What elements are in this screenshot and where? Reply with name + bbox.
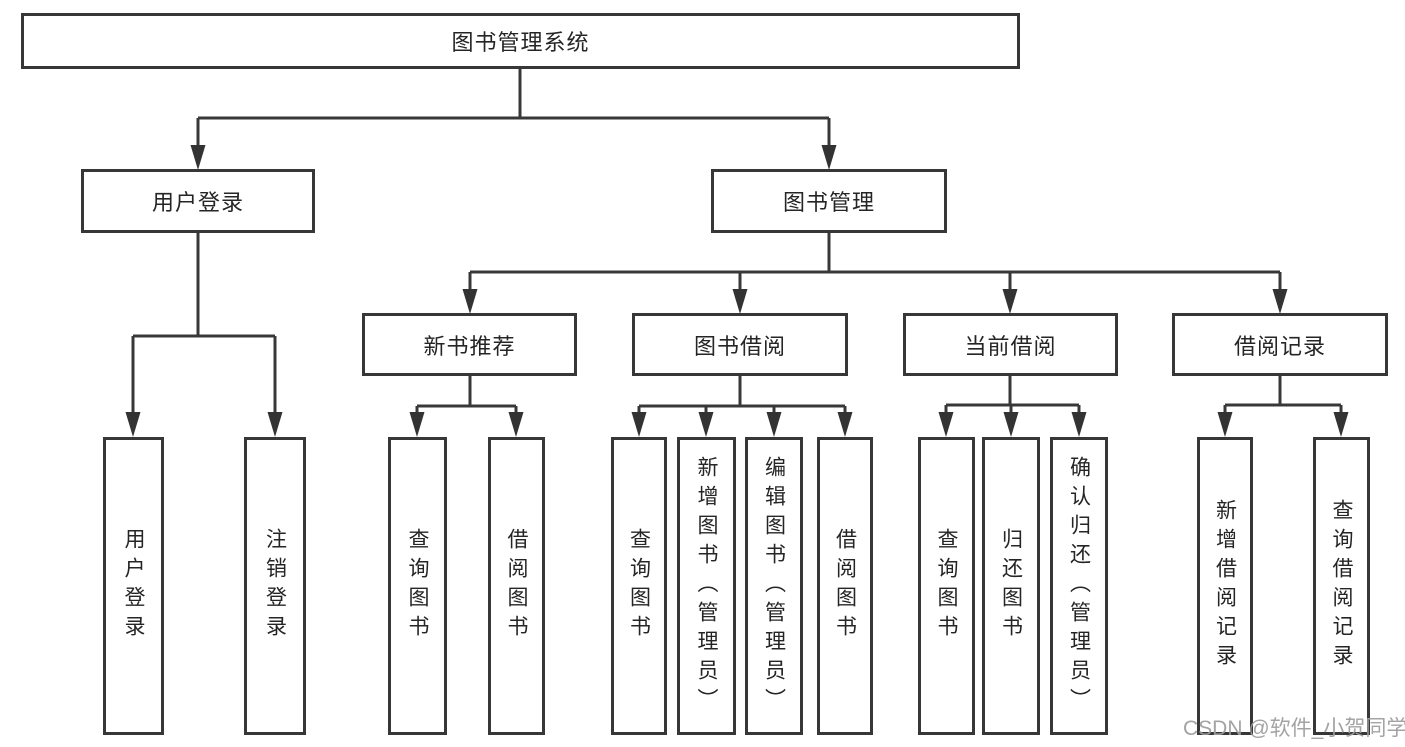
node-book-borrowing-label: 图书借阅 — [693, 333, 786, 359]
leaf-add-borrow-record-label: 新增借阅记录 — [1213, 499, 1237, 673]
connector-user-login-to-leaves — [125, 233, 283, 437]
leaf-query-borrow-record: 查询借阅记录 — [1313, 437, 1370, 735]
connector-new-book-to-leaves — [409, 376, 524, 437]
leaf-query-book-borrow-label: 查询图书 — [627, 528, 651, 644]
csdn-watermark: CSDN @软件_小贺同学 — [1183, 717, 1405, 740]
leaf-query-book-borrow: 查询图书 — [611, 437, 667, 735]
leaf-query-book-newrec: 查询图书 — [388, 437, 447, 735]
leaf-query-borrow-record-label: 查询借阅记录 — [1330, 499, 1353, 673]
node-root-system: 图书管理系统 — [21, 13, 1020, 69]
node-new-book-recommend: 新书推荐 — [362, 313, 577, 376]
leaf-query-book-current-label: 查询图书 — [935, 528, 958, 644]
leaf-edit-book-admin-label: 编辑图书（管理员） — [762, 455, 786, 717]
leaf-borrow-book-newrec: 借阅图书 — [488, 437, 545, 735]
leaf-borrow-book-newrec-label: 借阅图书 — [505, 528, 528, 644]
connector-root-to-level2 — [190, 69, 837, 170]
node-borrowing-records: 借阅记录 — [1172, 313, 1388, 376]
leaf-user-login-label: 用户登录 — [122, 528, 145, 644]
leaf-add-borrow-record: 新增借阅记录 — [1197, 437, 1253, 735]
leaf-return-book: 归还图书 — [982, 437, 1040, 735]
node-current-borrowing-label: 当前借阅 — [964, 333, 1057, 359]
connector-book-mgmt-to-level3 — [462, 233, 1288, 314]
node-book-borrowing: 图书借阅 — [632, 313, 848, 376]
leaf-borrow-book: 借阅图书 — [817, 437, 873, 735]
connector-borrow-records-to-leaves — [1217, 376, 1349, 437]
leaf-user-login: 用户登录 — [103, 437, 164, 735]
leaf-add-book-admin: 新增图书（管理员） — [677, 437, 736, 735]
node-user-login-label: 用户登录 — [151, 190, 244, 215]
leaf-query-book-current: 查询图书 — [918, 437, 975, 735]
leaf-add-book-admin-label: 新增图书（管理员） — [695, 455, 718, 717]
connector-book-borrow-to-leaves — [631, 376, 853, 437]
leaf-logout: 注销登录 — [244, 437, 306, 735]
leaf-return-book-label: 归还图书 — [999, 528, 1023, 644]
leaf-confirm-return-admin: 确认归还（管理员） — [1050, 437, 1108, 735]
node-root-label: 图书管理系统 — [451, 30, 590, 55]
leaf-query-book-newrec-label: 查询图书 — [406, 528, 429, 644]
leaf-borrow-book-label: 借阅图书 — [833, 528, 857, 644]
node-borrowing-records-label: 借阅记录 — [1233, 333, 1326, 359]
node-book-management: 图书管理 — [711, 169, 947, 233]
leaf-logout-label: 注销登录 — [263, 528, 287, 644]
node-book-management-label: 图书管理 — [782, 190, 875, 215]
node-user-login: 用户登录 — [81, 169, 315, 233]
node-current-borrowing: 当前借阅 — [903, 313, 1118, 376]
leaf-confirm-return-admin-label: 确认归还（管理员） — [1067, 455, 1091, 717]
leaf-edit-book-admin: 编辑图书（管理员） — [745, 437, 803, 735]
connector-current-borrow-to-leaves — [938, 376, 1087, 437]
node-new-book-recommend-label: 新书推荐 — [423, 333, 516, 359]
